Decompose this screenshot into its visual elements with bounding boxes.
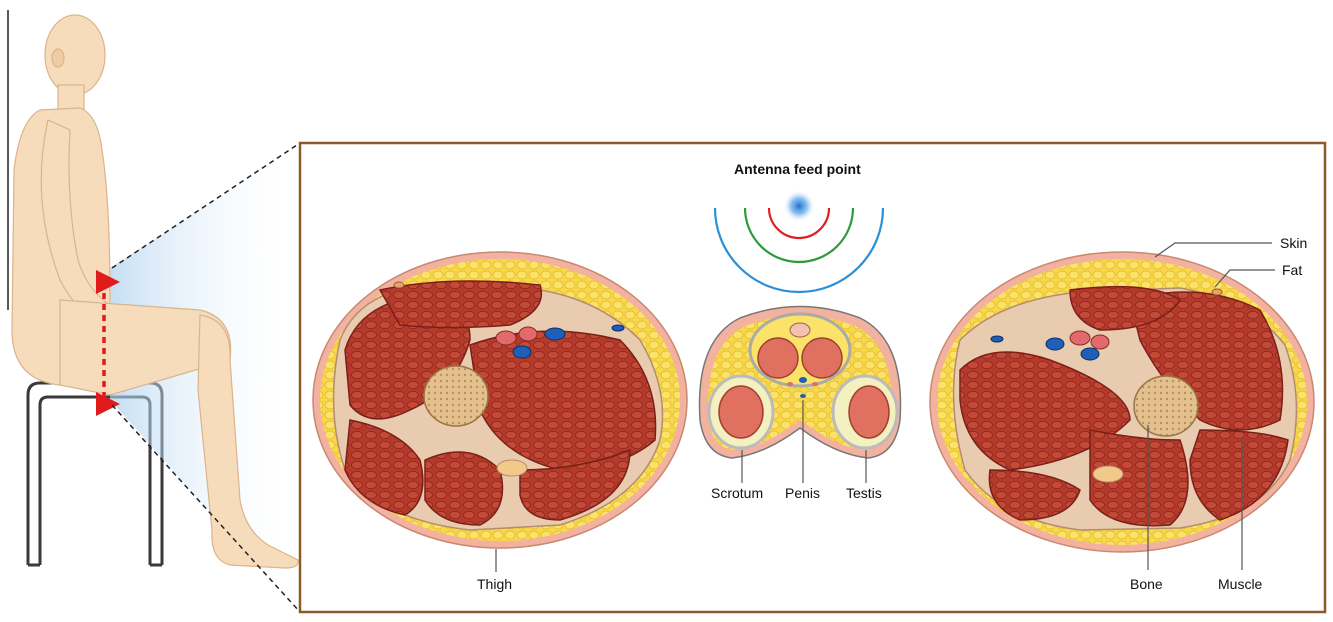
label-fat: Fat (1282, 262, 1302, 278)
genital-section (700, 307, 901, 459)
left-thigh-section (313, 252, 687, 548)
antenna-feed-point-title: Antenna feed point (734, 161, 861, 177)
label-skin: Skin (1280, 235, 1307, 251)
right-thigh-section (930, 252, 1314, 552)
label-bone: Bone (1130, 576, 1163, 592)
antenna-waves (715, 190, 883, 292)
left-bone (424, 366, 488, 426)
feed-point-icon (783, 190, 815, 222)
label-scrotum: Scrotum (711, 485, 763, 501)
label-muscle: Muscle (1218, 576, 1262, 592)
label-penis: Penis (785, 485, 820, 501)
label-testis: Testis (846, 485, 882, 501)
label-thigh: Thigh (477, 576, 512, 592)
right-bone (1134, 376, 1198, 436)
